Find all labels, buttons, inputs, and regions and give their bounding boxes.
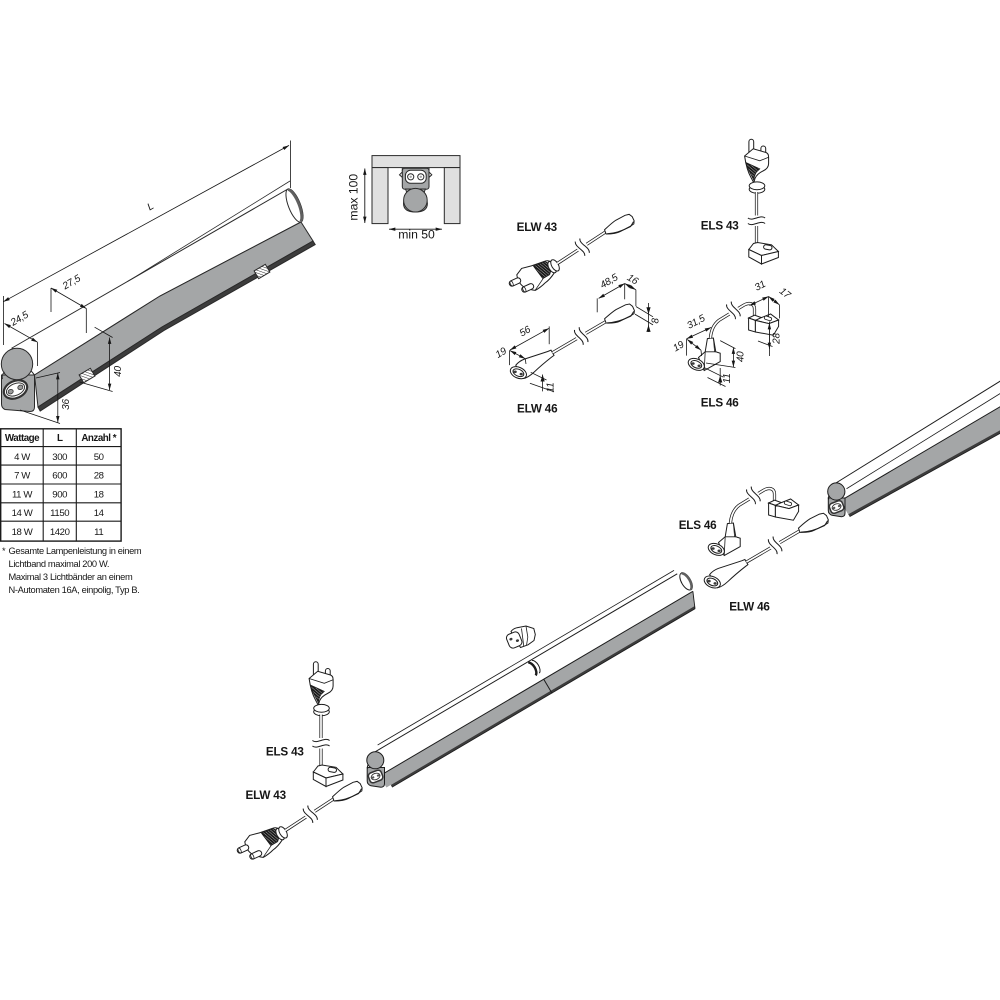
svg-text:28: 28	[94, 471, 104, 482]
svg-text:ELW 46: ELW 46	[729, 601, 770, 614]
svg-text:48,5: 48,5	[598, 272, 620, 291]
svg-text:14: 14	[94, 508, 105, 519]
svg-text:14 W: 14 W	[12, 508, 34, 519]
svg-text:11 W: 11 W	[12, 489, 33, 500]
svg-text:19: 19	[671, 339, 686, 354]
svg-text:18 W: 18 W	[12, 527, 34, 538]
svg-text:27,5: 27,5	[60, 273, 83, 293]
svg-text:11: 11	[545, 383, 556, 393]
svg-text:7 W: 7 W	[14, 471, 31, 482]
svg-text:ELW 43: ELW 43	[517, 221, 558, 234]
svg-text:ELS 43: ELS 43	[701, 220, 739, 233]
svg-text:max 100: max 100	[347, 174, 361, 221]
svg-text:56: 56	[518, 324, 533, 339]
svg-text:ELW 46: ELW 46	[517, 403, 558, 416]
svg-text:L: L	[57, 433, 63, 444]
svg-text:Anzahl *: Anzahl *	[81, 433, 116, 444]
svg-text:11: 11	[722, 373, 733, 383]
svg-text:24,5: 24,5	[8, 309, 31, 329]
svg-text:28: 28	[771, 333, 782, 345]
svg-text:1420: 1420	[50, 527, 70, 538]
svg-text:31: 31	[753, 279, 768, 294]
svg-text:300: 300	[52, 452, 67, 463]
svg-text:ELW 43: ELW 43	[246, 789, 287, 802]
svg-text:Wattage: Wattage	[5, 433, 40, 444]
svg-text:ELS 43: ELS 43	[266, 745, 304, 758]
svg-text:Maximal 3 Lichtbänder an einem: Maximal 3 Lichtbänder an einem	[9, 572, 133, 582]
svg-text:N-Automaten 16A, einpolig, Typ: N-Automaten 16A, einpolig, Typ B.	[9, 585, 140, 595]
svg-text:19: 19	[494, 346, 509, 361]
svg-text:16: 16	[625, 272, 640, 287]
svg-text:min 50: min 50	[398, 227, 435, 241]
svg-text:Lichtband maximal 200 W.: Lichtband maximal 200 W.	[9, 559, 110, 569]
svg-text:40: 40	[113, 366, 124, 377]
svg-text:17: 17	[777, 286, 793, 302]
svg-text:Gesamte Lampenleistung in eine: Gesamte Lampenleistung in einem	[9, 546, 142, 556]
svg-text:31,5: 31,5	[685, 313, 707, 332]
svg-text:36: 36	[61, 399, 72, 410]
svg-text:11: 11	[94, 527, 103, 538]
svg-text:40: 40	[736, 351, 747, 362]
svg-text:L: L	[146, 201, 156, 213]
svg-text:18: 18	[94, 489, 104, 500]
svg-text:*: *	[2, 546, 6, 556]
svg-text:8: 8	[650, 318, 661, 324]
svg-text:ELS 46: ELS 46	[679, 519, 717, 532]
svg-text:ELS 46: ELS 46	[701, 397, 739, 410]
svg-text:600: 600	[52, 471, 67, 482]
svg-text:900: 900	[52, 489, 67, 500]
svg-text:50: 50	[94, 452, 104, 463]
svg-text:1150: 1150	[50, 508, 69, 519]
svg-text:4 W: 4 W	[14, 452, 31, 463]
